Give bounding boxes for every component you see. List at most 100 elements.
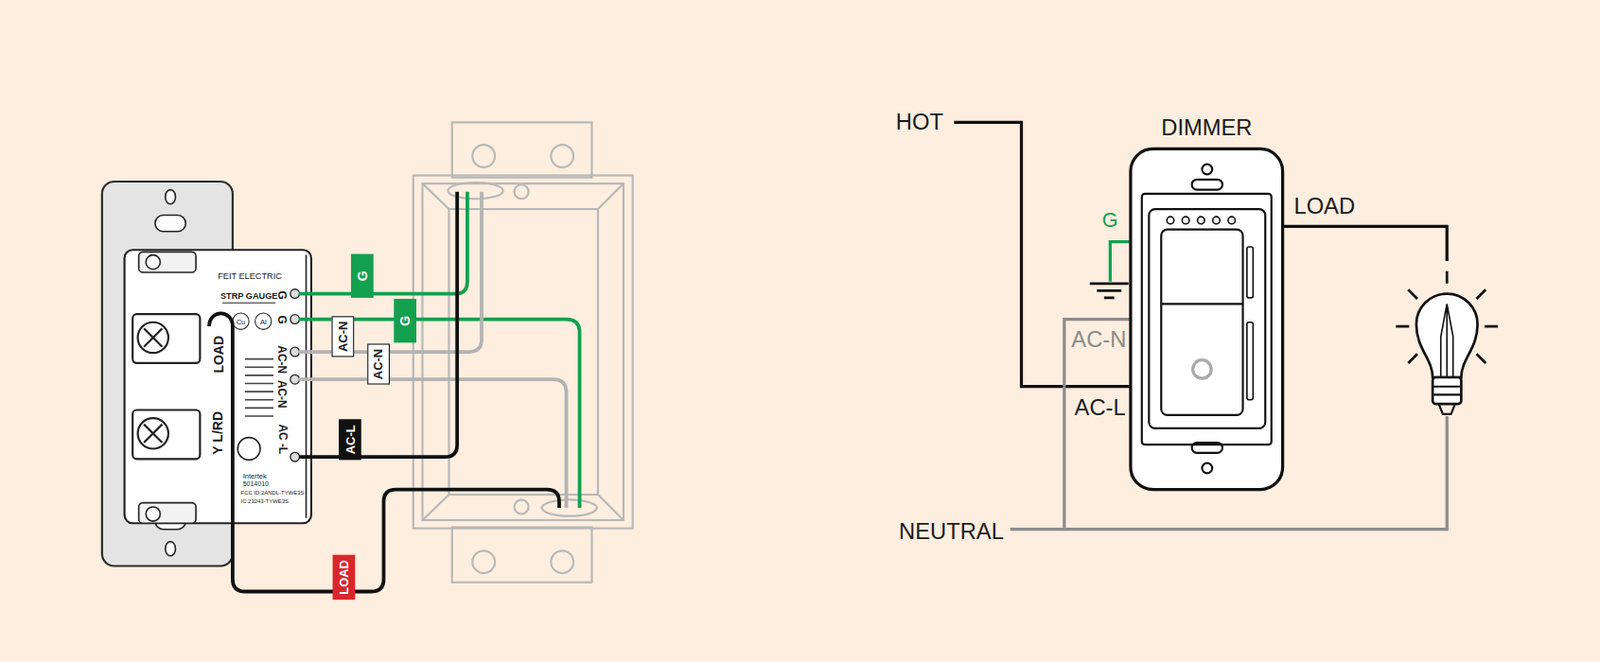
ground-wire bbox=[298, 319, 581, 510]
dimmer-panel bbox=[1148, 209, 1266, 429]
strip-gauge-text: STRP GAUGE bbox=[220, 291, 278, 300]
dimmer-slot bbox=[1192, 442, 1223, 454]
bulb-base bbox=[1432, 377, 1461, 405]
dimmer-heading: DIMMER bbox=[1160, 117, 1252, 141]
tag-text: G bbox=[398, 315, 412, 326]
terminal-label: AC -L bbox=[276, 423, 288, 455]
box-ear bbox=[452, 122, 593, 177]
terminal-label: LOAD bbox=[211, 334, 226, 373]
ground-wire bbox=[298, 192, 468, 295]
mount-screw bbox=[145, 255, 160, 270]
hot-line bbox=[953, 122, 1131, 387]
brand-text: FEIT ELECTRIC bbox=[217, 271, 282, 281]
strip-gauge-line bbox=[222, 302, 276, 304]
strap-hole bbox=[165, 542, 176, 557]
neutral-wire bbox=[298, 192, 482, 352]
terminal-label: AC-N bbox=[275, 379, 287, 408]
ic-text: IC:23243-TYWE3S bbox=[241, 498, 289, 505]
cert-text: 5014010 bbox=[243, 480, 269, 488]
box-clamp bbox=[514, 499, 529, 514]
wire-tag: G bbox=[351, 253, 374, 298]
dimmer-bar bbox=[1247, 322, 1253, 401]
tag-text: AC-N bbox=[335, 320, 349, 352]
box-hole bbox=[550, 144, 574, 168]
terminal-label: G bbox=[275, 290, 287, 299]
level-dot bbox=[1197, 216, 1206, 225]
load-label: LOAD bbox=[1293, 195, 1355, 219]
dimmer-hole bbox=[1201, 463, 1213, 475]
cert-text: Intertek bbox=[243, 472, 267, 480]
cu-text: Cu bbox=[236, 317, 247, 326]
wire-tag: AC-N bbox=[367, 343, 390, 385]
screw-terminal bbox=[132, 314, 200, 364]
screw-slot bbox=[143, 424, 162, 443]
level-dot bbox=[1213, 216, 1221, 225]
level-dot bbox=[1228, 216, 1236, 225]
wire-tag: AC-N bbox=[331, 316, 354, 357]
load-line bbox=[1283, 226, 1448, 262]
line-wire bbox=[298, 192, 458, 458]
wire-hole bbox=[290, 374, 300, 385]
level-dots bbox=[1166, 216, 1235, 225]
dimmer-frame bbox=[1142, 193, 1272, 445]
level-dot bbox=[1181, 216, 1190, 225]
dimmer-slot bbox=[1192, 179, 1223, 191]
wire-tag: LOAD bbox=[333, 555, 356, 600]
neutral-terminal-label: AC-N bbox=[1071, 328, 1126, 352]
strap-slot bbox=[155, 215, 186, 232]
ground-symbol bbox=[1090, 283, 1129, 299]
dimmer-symbol: DIMMER bbox=[1130, 105, 1284, 490]
wire-tag: G bbox=[393, 298, 417, 342]
al-mark bbox=[255, 313, 272, 330]
screw-terminal bbox=[132, 410, 200, 460]
dimmer-switch-body: FEIT ELECTRIC STRP GAUGE Cu Al G G AC-N AC-N AC … bbox=[124, 249, 312, 524]
dimmer-outline bbox=[1130, 148, 1284, 490]
fcc-text: FCC ID:2ANDL-TYWE3S bbox=[241, 491, 305, 497]
terminal-label: Y L/RD bbox=[210, 410, 225, 455]
terminal-screw bbox=[138, 322, 169, 353]
line-terminal-label: AC-L bbox=[1074, 397, 1126, 421]
strap-hole bbox=[165, 190, 176, 205]
terminal-label: G bbox=[275, 315, 287, 324]
al-text: Al bbox=[260, 317, 267, 326]
wire-hole bbox=[290, 452, 300, 462]
tag-text: AC-N bbox=[371, 348, 385, 379]
dimmer-paddle bbox=[1160, 229, 1243, 416]
status-light bbox=[1193, 360, 1212, 379]
ground-label: G bbox=[1102, 210, 1119, 231]
level-dot bbox=[1166, 216, 1175, 225]
terminal-label: AC-N bbox=[275, 345, 287, 374]
tag-text: AC-L bbox=[343, 424, 356, 455]
vent-lines bbox=[245, 359, 274, 417]
screw-slot bbox=[143, 328, 162, 347]
neutral-label: NEUTRAL bbox=[898, 521, 1004, 545]
box-hole bbox=[472, 550, 495, 574]
dimmer-bar bbox=[1247, 246, 1253, 299]
dimmer-hole bbox=[1201, 164, 1213, 176]
bulb-thread bbox=[1432, 386, 1461, 415]
cable-entry bbox=[542, 499, 598, 516]
box-clamp bbox=[514, 184, 529, 199]
ground-lead bbox=[1109, 242, 1131, 282]
paddle-divider bbox=[1160, 302, 1243, 305]
wire-hole bbox=[290, 347, 300, 357]
mount-screw bbox=[145, 507, 160, 522]
mount-ear bbox=[139, 251, 196, 273]
box-hole bbox=[472, 144, 495, 168]
bulb-glass bbox=[1416, 294, 1478, 378]
box-ear bbox=[452, 527, 593, 583]
mount-ear bbox=[139, 503, 196, 525]
light-rays bbox=[1395, 271, 1498, 364]
bulb-filament bbox=[1441, 303, 1454, 378]
wire-hole bbox=[290, 289, 300, 299]
load-wire bbox=[209, 313, 560, 592]
hot-label: HOT bbox=[896, 111, 944, 135]
switch-body bbox=[124, 249, 312, 524]
terminal-screw bbox=[138, 418, 169, 449]
box-hole bbox=[550, 550, 574, 574]
wire-hole bbox=[290, 315, 300, 325]
